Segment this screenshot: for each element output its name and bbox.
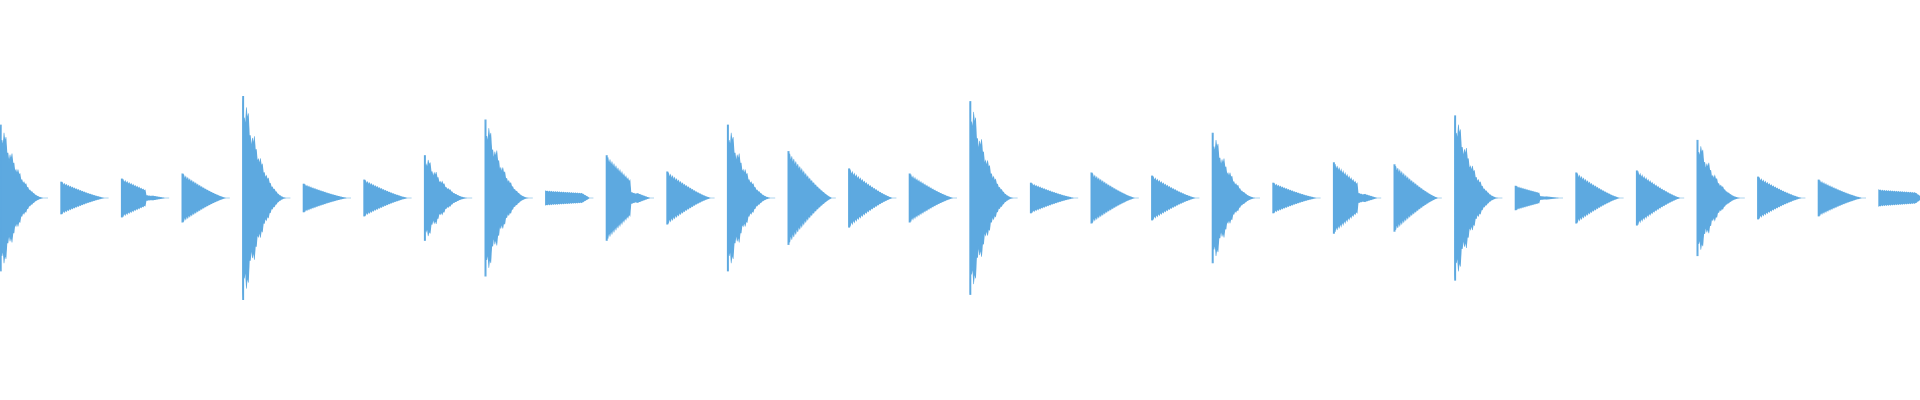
waveform-hit-10: [545, 190, 594, 206]
waveform-hit-28: [1635, 170, 1685, 226]
waveform-hit-1: [0, 124, 48, 272]
waveform-hit-31: [1817, 179, 1866, 217]
waveform-hit-27: [1575, 172, 1624, 224]
waveform-hit-18: [1029, 182, 1079, 214]
waveform-hit-6: [302, 183, 351, 213]
waveform-hit-12: [666, 171, 715, 225]
waveform-hit-17: [969, 101, 1018, 295]
waveform-hit-16: [908, 173, 957, 223]
waveform-hit-13: [726, 124, 776, 272]
waveform-hits: [0, 95, 1920, 301]
waveform-hit-11: [605, 155, 654, 241]
waveform-hit-5: [242, 95, 291, 301]
waveform-hit-15: [848, 168, 897, 228]
waveform-hit-32: [1878, 188, 1920, 208]
waveform-hit-9: [484, 119, 533, 277]
waveform-hit-21: [1211, 132, 1260, 264]
waveform-hit-26: [1514, 185, 1563, 211]
waveform-hit-29: [1696, 139, 1745, 257]
waveform-hit-7: [363, 179, 412, 217]
waveform-hit-19: [1090, 172, 1139, 224]
waveform-hit-24: [1393, 164, 1442, 232]
waveform-hit-22: [1272, 182, 1321, 214]
waveform-hit-8: [423, 155, 473, 241]
waveform-hit-23: [1332, 162, 1382, 234]
waveform-hit-20: [1151, 175, 1200, 221]
waveform-hit-25: [1454, 115, 1503, 281]
waveform-hit-14: [787, 151, 836, 245]
waveform-hit-2: [60, 181, 109, 215]
waveform-hit-4: [181, 173, 230, 223]
waveform-hit-3: [120, 178, 170, 218]
waveform-hit-30: [1757, 176, 1806, 220]
